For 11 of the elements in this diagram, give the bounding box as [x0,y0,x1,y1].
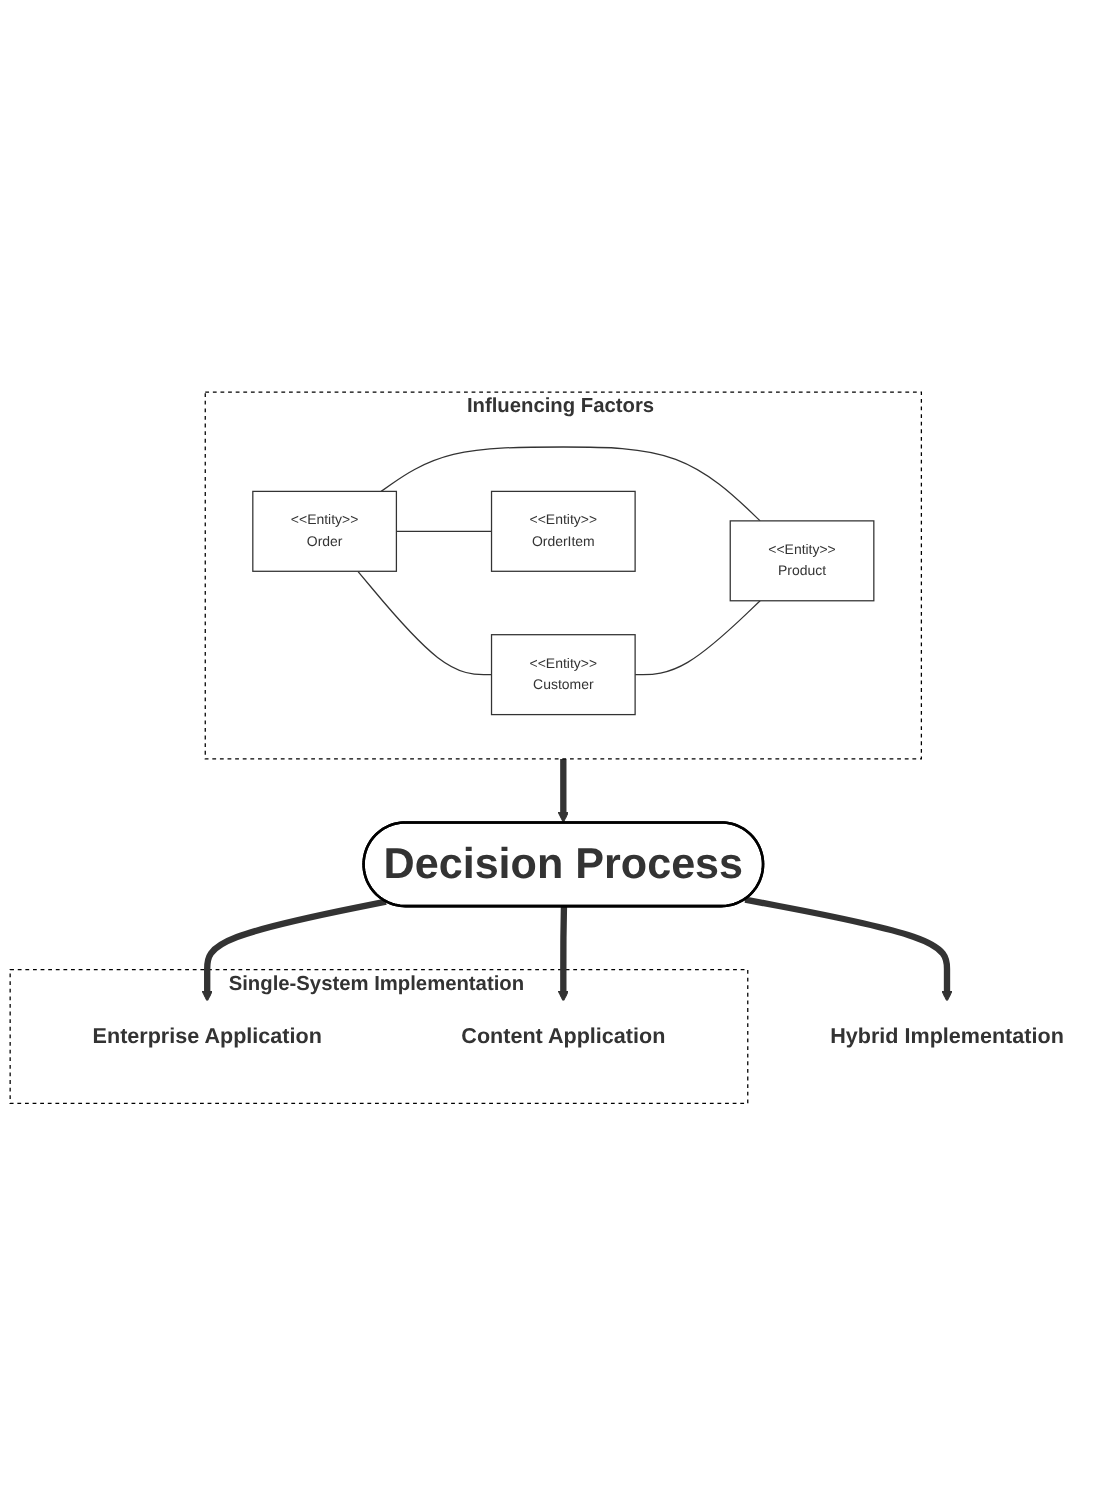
node-text: Content Application [461,1023,666,1048]
arrow [557,905,569,1001]
arrow [201,897,387,1001]
connector [380,445,761,521]
node-text: Hybrid Implementation [830,1023,1064,1048]
arrow [557,758,569,823]
connector [357,569,493,675]
arrow [744,895,953,1001]
connector [634,599,761,675]
connector [395,529,493,532]
node-text: Enterprise Application [92,1023,322,1048]
